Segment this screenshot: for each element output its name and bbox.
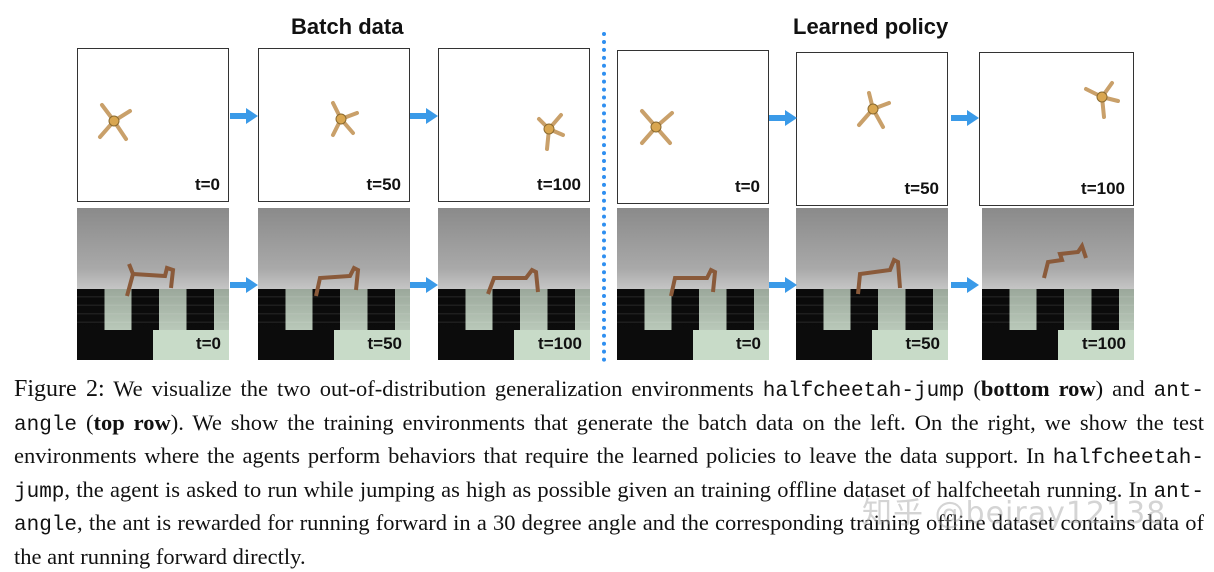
cheetah-time-label: t=50 bbox=[367, 334, 403, 353]
ant-frame-policy-t0: t=0 bbox=[617, 50, 769, 204]
arrow-right-icon bbox=[951, 110, 979, 126]
ant-time-label: t=50 bbox=[366, 175, 402, 194]
env-name: ant-angle bbox=[14, 380, 1205, 437]
emphasis: bottom row bbox=[980, 376, 1096, 401]
arrow-right-icon bbox=[230, 277, 258, 293]
env-name: ant-angle bbox=[14, 480, 1204, 538]
cheetah-agent-icon bbox=[486, 267, 540, 295]
arrow-right-icon bbox=[410, 108, 438, 124]
ant-time-label: t=50 bbox=[904, 179, 940, 198]
cheetah-frame-policy-t100: t=100 bbox=[982, 208, 1134, 360]
arrow-right-icon bbox=[230, 108, 258, 124]
cheetah-frame-policy-t50: t=50 bbox=[796, 208, 948, 360]
cheetah-agent-icon bbox=[669, 267, 718, 297]
cheetah-agent-icon bbox=[314, 265, 361, 297]
heading-learned-policy: Learned policy bbox=[793, 14, 949, 39]
cheetah-frame-batch-t100: t=100 bbox=[438, 208, 590, 360]
cheetah-agent-icon bbox=[856, 257, 902, 295]
cheetah-time-label: t=0 bbox=[735, 334, 761, 353]
section-divider bbox=[602, 32, 606, 362]
ant-agent-icon bbox=[640, 109, 674, 145]
cheetah-agent-icon bbox=[125, 263, 176, 297]
ant-frame-batch-t0: t=0 bbox=[77, 48, 229, 202]
cheetah-frame-batch-t50: t=50 bbox=[258, 208, 410, 360]
env-name: halfcheetah-jump bbox=[762, 380, 965, 403]
ant-agent-icon bbox=[537, 113, 565, 151]
cheetah-frame-batch-t0: t=0 bbox=[77, 208, 229, 360]
caption-text: , the agent is asked to run while jumpin… bbox=[64, 476, 1154, 502]
ant-agent-icon bbox=[857, 91, 891, 129]
emphasis: top row bbox=[93, 409, 171, 435]
cheetah-time-label: t=50 bbox=[905, 334, 941, 353]
caption-text: ( bbox=[77, 409, 94, 435]
arrow-right-icon bbox=[769, 110, 797, 126]
arrow-right-icon bbox=[951, 277, 979, 293]
env-name: halfcheetah-jump bbox=[14, 447, 1204, 504]
ant-agent-icon bbox=[1084, 81, 1120, 119]
caption-text: ) and bbox=[1095, 376, 1154, 401]
ant-frame-policy-t50: t=50 bbox=[796, 52, 948, 206]
cheetah-time-label: t=100 bbox=[538, 334, 582, 353]
watermark: 知乎 @beiray12138 bbox=[862, 496, 1167, 531]
arrow-right-icon bbox=[410, 277, 438, 293]
figure-caption: Figure 2: We visualize the two out-of-di… bbox=[14, 374, 1204, 572]
ant-time-label: t=100 bbox=[1081, 179, 1125, 198]
ant-frame-batch-t50: t=50 bbox=[258, 48, 410, 202]
caption-text: ). We show the training environments tha… bbox=[14, 409, 1204, 469]
caption-text: We visualize the two out-of-distribution… bbox=[104, 376, 763, 401]
cheetah-time-label: t=0 bbox=[195, 334, 221, 353]
cheetah-agent-icon bbox=[1042, 241, 1088, 279]
ant-time-label: t=100 bbox=[537, 175, 581, 194]
ant-frame-policy-t100: t=100 bbox=[979, 52, 1134, 206]
arrow-right-icon bbox=[769, 277, 797, 293]
ant-agent-icon bbox=[98, 103, 132, 141]
heading-batch-data: Batch data bbox=[291, 14, 404, 39]
figure-label: Figure 2: bbox=[14, 376, 105, 402]
ant-time-label: t=0 bbox=[194, 175, 220, 194]
ant-agent-icon bbox=[331, 101, 359, 137]
caption-text: , the ant is rewarded for running forwar… bbox=[14, 510, 1204, 569]
cheetah-frame-policy-t0: t=0 bbox=[617, 208, 769, 360]
ant-frame-batch-t100: t=100 bbox=[438, 48, 590, 202]
ant-time-label: t=0 bbox=[734, 177, 760, 196]
caption-text: ( bbox=[964, 376, 981, 401]
cheetah-time-label: t=100 bbox=[1082, 334, 1126, 353]
